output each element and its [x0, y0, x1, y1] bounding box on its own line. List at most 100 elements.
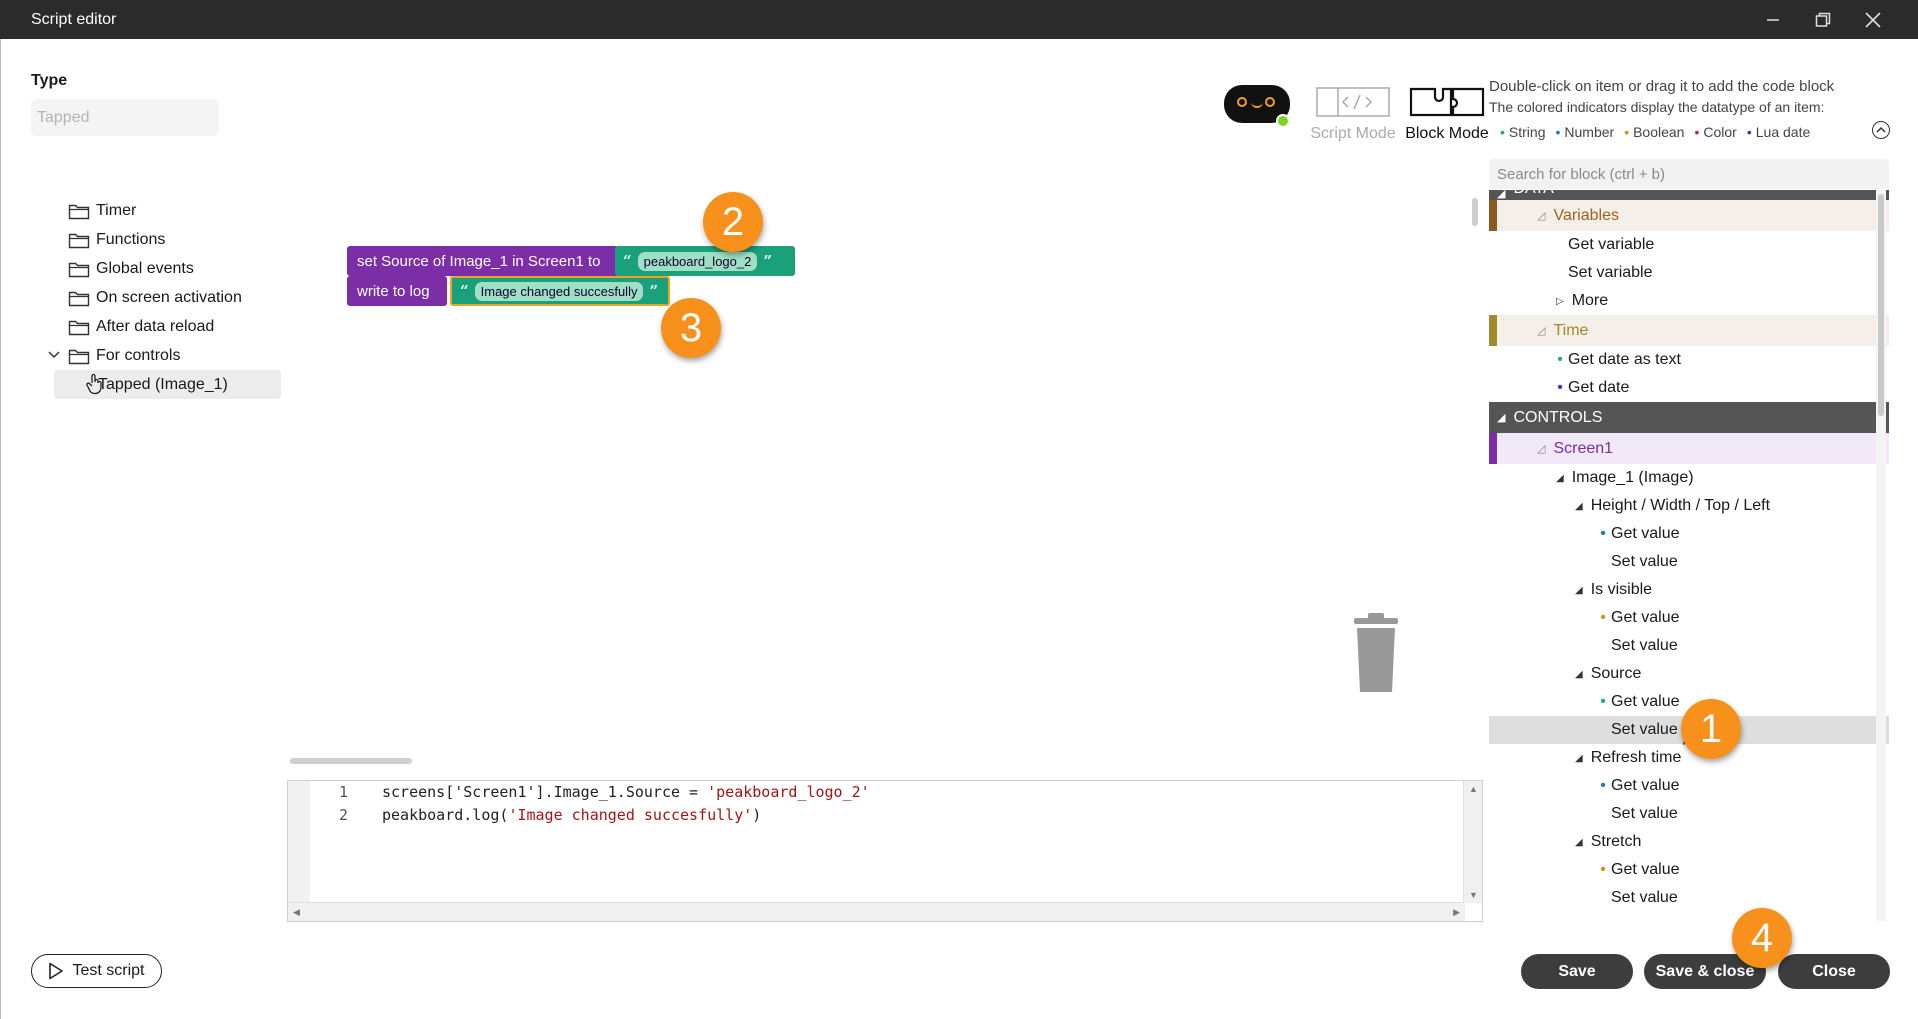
tree-item-for-controls[interactable]: For controls: [47, 341, 290, 370]
trash-icon[interactable]: [1351, 612, 1401, 694]
string-value-block[interactable]: “ peakboard_logo_2 ”: [615, 246, 795, 276]
block-set-value[interactable]: Set value: [1489, 632, 1889, 660]
legend-string: String: [1500, 124, 1546, 140]
chevron-down-icon[interactable]: [47, 348, 61, 362]
legend-color: Color: [1694, 124, 1736, 140]
block-set-value[interactable]: Set value: [1489, 884, 1889, 912]
node-stretch[interactable]: ◢Stretch: [1489, 828, 1889, 856]
panel-scrollbar[interactable]: [1876, 190, 1886, 921]
code-icon: [1316, 87, 1390, 117]
tree-item-label: Functions: [96, 230, 166, 248]
test-script-button[interactable]: Test script: [31, 954, 162, 988]
category-data[interactable]: ◢ DATA: [1489, 190, 1889, 200]
boolean-indicator: •: [1600, 609, 1606, 626]
block-get-variable[interactable]: Get variable: [1489, 231, 1889, 259]
close-button[interactable]: Close: [1778, 954, 1890, 989]
canvas-vertical-scrollbar[interactable]: [1472, 198, 1478, 226]
code-text: ): [752, 806, 762, 824]
legend-number: Number: [1555, 124, 1614, 140]
block-get-date-as-text[interactable]: •Get date as text: [1489, 346, 1889, 374]
write-to-log-block[interactable]: write to log: [347, 276, 447, 306]
block-search-input[interactable]: Search for block (ctrl + b): [1489, 159, 1889, 189]
minimize-button[interactable]: [1748, 0, 1798, 39]
arrow-down-icon[interactable]: ▼: [1469, 890, 1478, 900]
tree-item-functions[interactable]: Functions: [50, 225, 290, 254]
block-label: Set value: [1611, 637, 1678, 654]
block-mode-toggle[interactable]: Block Mode: [1392, 82, 1502, 143]
arrow-left-icon[interactable]: ◀: [293, 907, 300, 917]
block-label: Set value: [1611, 805, 1678, 822]
script-mode-toggle[interactable]: Script Mode: [1298, 82, 1408, 143]
node-label: Height / Width / Top / Left: [1590, 497, 1771, 514]
category-label: DATA: [1513, 190, 1553, 198]
tree-item-label: On screen activation: [96, 288, 242, 306]
block-more[interactable]: ▷More: [1489, 287, 1889, 315]
help-text: Double-click on item or drag it to add t…: [1489, 78, 1899, 115]
step-badge-3: 3: [661, 298, 721, 358]
category-controls[interactable]: ◢ CONTROLS: [1489, 402, 1889, 433]
code-gutter: [288, 781, 310, 903]
group-label: Screen1: [1553, 439, 1614, 457]
collapse-help-button[interactable]: [1872, 121, 1890, 139]
restore-button[interactable]: [1798, 0, 1848, 39]
block-get-value[interactable]: •Get value: [1489, 520, 1889, 548]
block-label: Set variable: [1568, 264, 1653, 281]
block-get-value[interactable]: •Get value: [1489, 604, 1889, 632]
triangle-down-icon: ◢: [1575, 752, 1583, 764]
triangle-down-icon: ◢: [1575, 500, 1583, 512]
tree-item-label: Timer: [96, 201, 137, 219]
block-get-date[interactable]: •Get date: [1489, 374, 1889, 402]
node-refresh-time[interactable]: ◢Refresh time: [1489, 744, 1889, 772]
block-label: Get date: [1568, 379, 1630, 396]
arrow-up-icon[interactable]: ▲: [1469, 784, 1478, 794]
block-mode-label: Block Mode: [1405, 125, 1489, 142]
code-text: screens['Screen1'].Image_1.Source =: [382, 783, 708, 801]
string-value-block-selected[interactable]: “ Image changed succesfully ”: [450, 276, 670, 306]
type-field[interactable]: Tapped: [31, 99, 219, 136]
code-string: 'Image changed succesfully': [508, 806, 753, 824]
triangle-down-icon: ◢: [1575, 836, 1583, 848]
tree-item-global-events[interactable]: Global events: [50, 254, 290, 283]
legend-boolean: Boolean: [1624, 124, 1684, 140]
block-get-value[interactable]: •Get value: [1489, 772, 1889, 800]
block-get-value[interactable]: •Get value: [1489, 688, 1889, 716]
group-time[interactable]: ◿ Time: [1489, 315, 1889, 346]
group-variables[interactable]: ◿ Variables: [1489, 200, 1889, 231]
code-horizontal-scrollbar[interactable]: ◀ ▶: [288, 902, 1465, 921]
node-image-1[interactable]: ◢Image_1 (Image): [1489, 464, 1889, 492]
code-vertical-scrollbar[interactable]: ▲ ▼: [1463, 781, 1482, 903]
block-label: Set value: [1611, 721, 1678, 738]
string-indicator: •: [1557, 351, 1563, 368]
chevron-up-icon: [1876, 126, 1886, 133]
arrow-right-icon[interactable]: ▶: [1453, 907, 1460, 917]
tree-item-timer[interactable]: Timer: [50, 196, 290, 225]
block-get-value[interactable]: •Get value: [1489, 856, 1889, 884]
block-set-value[interactable]: Set value: [1489, 800, 1889, 828]
block-set-value[interactable]: Set value: [1489, 548, 1889, 576]
tree-item-label: Global events: [96, 259, 194, 277]
folder-icon: [68, 204, 90, 219]
panel-scroll-thumb[interactable]: [1878, 194, 1884, 416]
close-window-button[interactable]: [1848, 0, 1898, 39]
triangle-outline-icon: ◿: [1537, 443, 1546, 455]
set-source-block[interactable]: set Source of Image_1 in Screen1 to: [347, 246, 619, 276]
tree-item-after-data-reload[interactable]: After data reload: [50, 312, 290, 341]
group-screen1[interactable]: ◿ Screen1: [1489, 433, 1889, 464]
node-height-width-top-left[interactable]: ◢ Height / Width / Top / Left: [1489, 492, 1889, 520]
block-set-variable[interactable]: Set variable: [1489, 259, 1889, 287]
ai-assistant-button[interactable]: [1224, 85, 1290, 128]
block-text: write to log: [357, 282, 430, 300]
triangle-outline-icon: ◿: [1537, 210, 1546, 222]
node-label: Is visible: [1590, 581, 1653, 598]
canvas-horizontal-scrollbar[interactable]: [290, 758, 412, 764]
node-source[interactable]: ◢Source: [1489, 660, 1889, 688]
string-value[interactable]: Image changed succesfully: [474, 281, 644, 301]
node-is-visible[interactable]: ◢Is visible: [1489, 576, 1889, 604]
save-button[interactable]: Save: [1521, 954, 1633, 989]
block-canvas[interactable]: set Source of Image_1 in Screen1 to “ pe…: [290, 150, 1478, 770]
tree-item-tapped-image-1[interactable]: Tapped (Image_1): [54, 370, 281, 399]
number-indicator: •: [1600, 525, 1606, 542]
string-value[interactable]: peakboard_logo_2: [637, 251, 758, 271]
tree-item-on-screen-activation[interactable]: On screen activation: [50, 283, 290, 312]
